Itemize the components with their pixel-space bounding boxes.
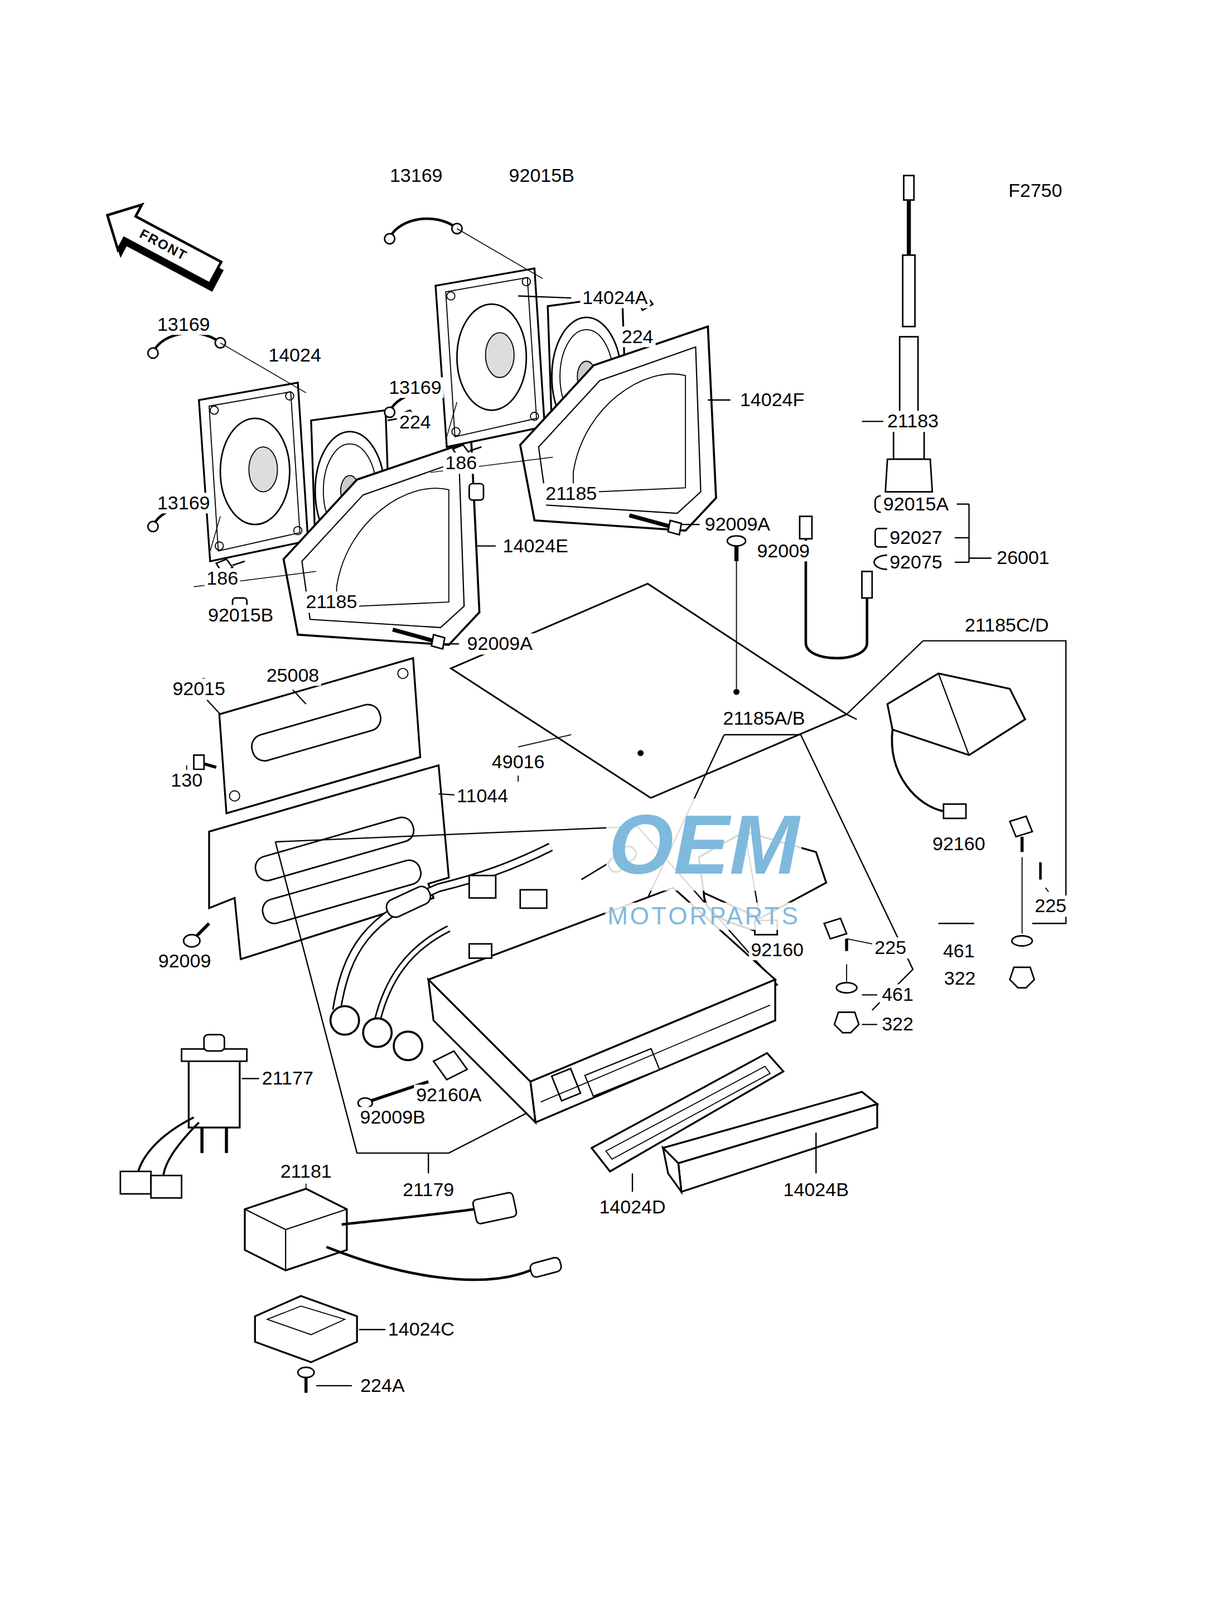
callout-number: 92160 [930,833,988,854]
callout-number: 461 [940,940,978,961]
front-arrow-text: FRONT [134,225,192,265]
callout-number: 224 [397,412,434,433]
callout-number: 225 [1032,895,1070,916]
callout-number: 21183 [885,411,941,432]
callout-number: 92015B [506,165,577,186]
callout-number: 92075 [887,551,945,573]
callout-number: 224A [358,1374,407,1396]
callout-number: 11044 [454,785,511,806]
callout-number: 461 [879,984,916,1005]
callout-number: 322 [879,1013,916,1035]
callout-number: 92027 [887,527,945,548]
callout-number: 92160 [748,939,806,960]
callout-number: 92015 [170,678,228,699]
callout-number: 21177 [259,1067,316,1089]
watermark: MOTORPARTS [605,902,803,930]
callout-number: 13169 [155,492,213,514]
callout-number: 21179 [400,1178,457,1200]
callout-number: 14024A [579,287,650,308]
callout-number: 92015B [205,604,276,626]
callout-number: 26001 [994,547,1052,569]
callout-number: 92009A [702,513,773,535]
callout-number: 13169 [386,376,444,398]
callout-number: 14024F [737,389,807,410]
callout-number: 14024 [266,344,324,366]
callout-number: 14024E [500,535,571,557]
callout-number: 14024C [385,1318,457,1340]
callout-number: 21181 [278,1160,335,1182]
callout-number: 92160A [413,1084,484,1105]
callout-number: 186 [442,452,480,474]
callout-number: 14024B [781,1178,852,1200]
callout-number: 186 [204,567,241,589]
callout-number: 92015A [881,493,951,515]
callout-number: 21185C/D [962,614,1052,636]
callout-number: 92009 [754,540,812,562]
callout-number: 322 [941,967,979,989]
callout-number: 21185A/B [721,707,808,729]
callout-number: 92009 [156,950,214,971]
callout-number: 130 [168,770,205,791]
callout-number: F2750 [1006,180,1065,201]
callout-number: 21185 [543,483,599,505]
callout-number: 224 [619,326,656,347]
watermark: OEM [606,798,802,891]
callout-number: 25008 [264,664,322,686]
callout-number: 225 [872,936,909,958]
callout-number: 13169 [387,165,446,186]
callout-number: 13169 [155,313,213,335]
callout-number: 92009A [465,632,535,654]
callout-number: 49016 [489,751,548,773]
callout-number: 14024D [596,1196,668,1217]
callout-number: 92009B [358,1106,428,1128]
callout-number: 21185 [303,591,360,612]
